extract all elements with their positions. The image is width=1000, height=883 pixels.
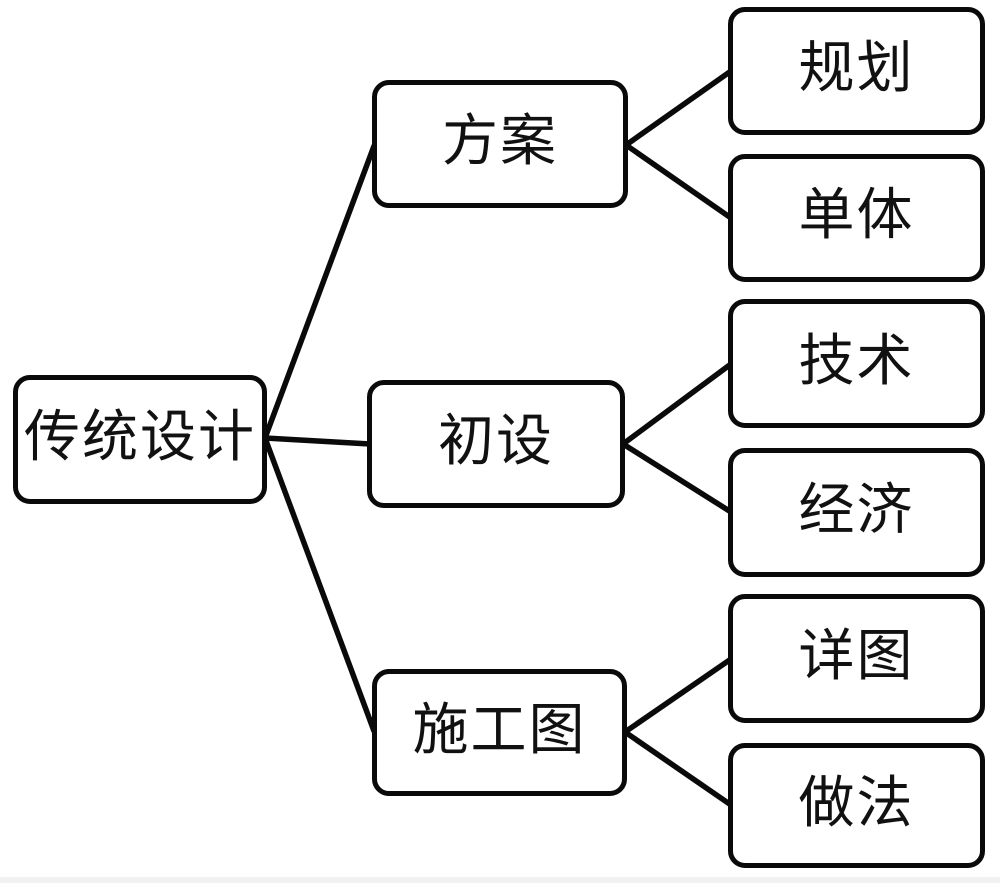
- edge-branch-0-to-leaf-1: [623, 142, 734, 221]
- node-leaf-economy-label: 经济: [798, 477, 915, 543]
- node-leaf-technology: 技术: [728, 299, 985, 428]
- edge-root-to-branch-2: [262, 435, 377, 734]
- node-leaf-monomer: 单体: [728, 154, 985, 282]
- edge-branch-0-to-leaf-0: [623, 68, 734, 148]
- node-leaf-economy: 经济: [728, 448, 985, 577]
- node-leaf-planning: 规划: [728, 7, 985, 135]
- edge-branch-2-to-leaf-1: [622, 729, 734, 808]
- node-root-label: 传统设计: [24, 404, 256, 470]
- node-branch-construction-drawing: 施工图: [372, 669, 627, 796]
- node-leaf-method: 做法: [728, 743, 985, 868]
- bottom-edge-rule: [0, 877, 1000, 883]
- edge-branch-1-to-leaf-1: [620, 441, 734, 515]
- node-leaf-monomer-label: 单体: [798, 183, 915, 248]
- node-branch-preliminary-design-label: 初设: [438, 409, 554, 474]
- node-branch-scheme: 方案: [372, 80, 628, 208]
- edge-root-to-branch-1: [262, 435, 373, 447]
- edge-root-to-branch-0: [262, 143, 377, 441]
- node-leaf-detail-drawing: 详图: [728, 594, 985, 723]
- node-leaf-planning-label: 规划: [798, 36, 915, 101]
- node-leaf-technology-label: 技术: [798, 328, 915, 394]
- edge-branch-1-to-leaf-0: [620, 361, 734, 447]
- edge-branch-2-to-leaf-0: [622, 656, 734, 735]
- node-branch-scheme-label: 方案: [442, 109, 558, 174]
- node-leaf-detail-drawing-label: 详图: [798, 623, 915, 689]
- node-branch-construction-drawing-label: 施工图: [412, 697, 587, 763]
- node-root: 传统设计: [13, 375, 267, 504]
- node-branch-preliminary-design: 初设: [367, 380, 625, 508]
- node-leaf-method-label: 做法: [798, 770, 915, 836]
